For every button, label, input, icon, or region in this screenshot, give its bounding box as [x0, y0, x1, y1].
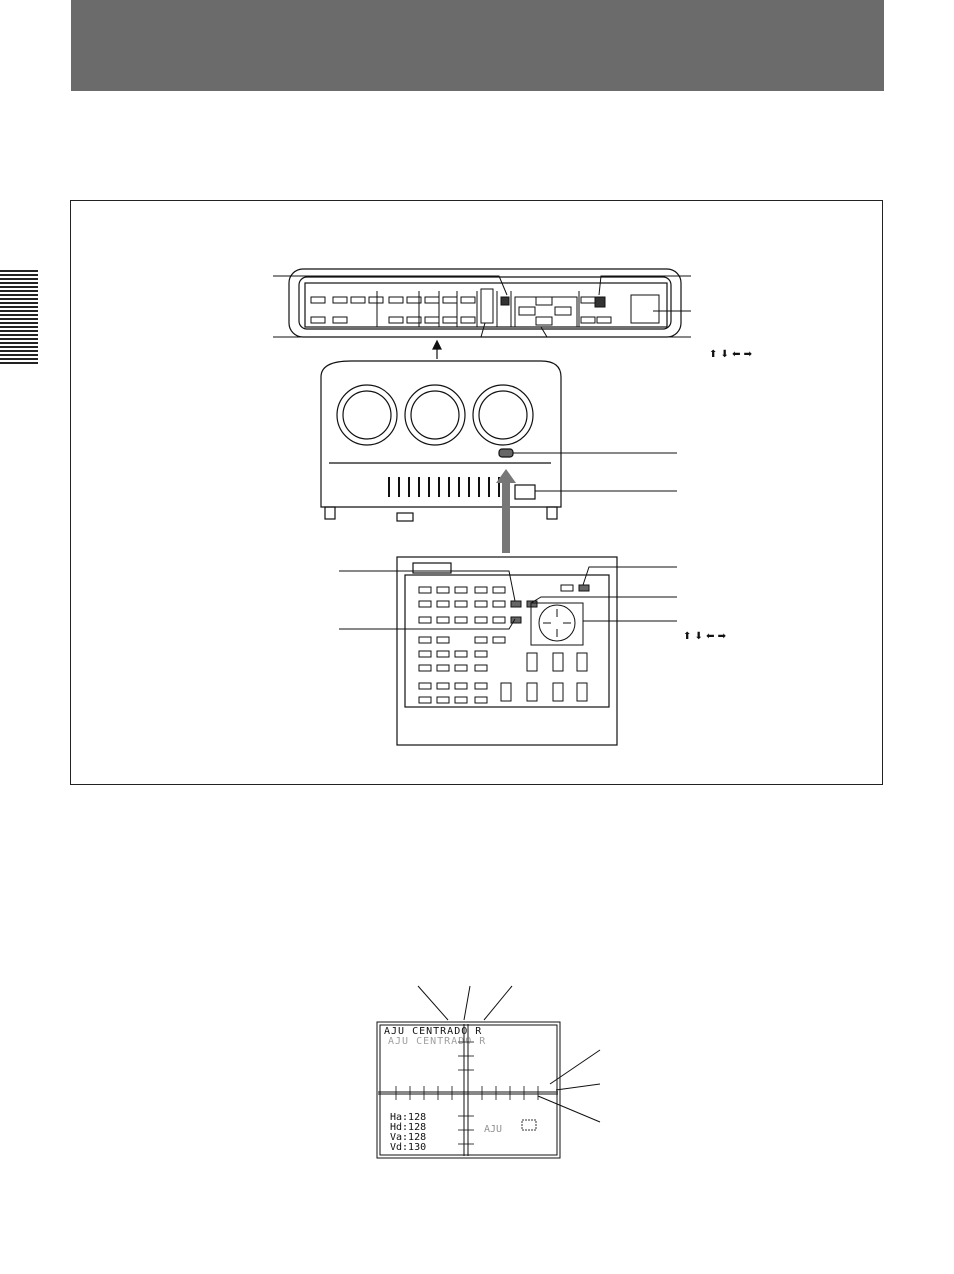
arrow-keys-label-panel: ⬆ ⬇ ⬅ ➡ [709, 349, 753, 360]
control-panel-drawing [288, 268, 682, 338]
chapter-side-tab [0, 270, 38, 364]
remote-commander-drawing [396, 556, 618, 746]
osd-value-ha: Ha:128 [390, 1112, 426, 1123]
osd-pattern-mark [521, 1119, 537, 1131]
ir-signal-arrow [502, 481, 510, 553]
remote-leader-lines [339, 566, 677, 630]
osd-value-va: Va:128 [390, 1132, 426, 1143]
osd-side-label: AJU [484, 1124, 502, 1135]
screen-osd-svg: AJU CENTRADO R AJU CENTRADO R Ha:128 Hd:… [376, 985, 601, 1159]
ir-signal-arrow-head [496, 469, 516, 483]
arrow-keys-label-remote: ⬆ ⬇ ⬅ ➡ [683, 631, 727, 642]
chapter-header-band [71, 0, 884, 91]
osd-value-vd: Vd:130 [390, 1142, 426, 1153]
screen-osd-illustration: AJU CENTRADO R AJU CENTRADO R Ha:128 Hd:… [360, 980, 620, 1160]
osd-title: AJU CENTRADO R [384, 1026, 482, 1037]
panel-arrow-head [432, 339, 442, 350]
projector-illustration-frame: ⬆ ⬇ ⬅ ➡ ⬆ ⬇ ⬅ ➡ [70, 200, 883, 785]
projector-illustration: ⬆ ⬇ ⬅ ➡ ⬆ ⬇ ⬅ ➡ [273, 268, 753, 746]
osd-title-ghost: AJU CENTRADO R [388, 1036, 486, 1047]
projector-drawing [320, 360, 562, 522]
panel-leader-lines [273, 275, 691, 338]
osd-value-hd: Hd:128 [390, 1122, 426, 1133]
